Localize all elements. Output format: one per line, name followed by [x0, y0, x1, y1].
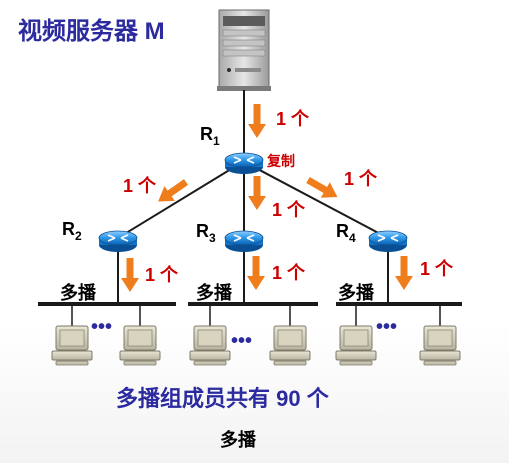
- arrow-icon: [121, 258, 139, 292]
- computer-icon: [419, 325, 461, 366]
- link-r1-r2: [117, 165, 237, 239]
- flow-label: 1 个: [276, 108, 310, 129]
- router-label-r2: R2: [62, 219, 82, 243]
- lan-bar: [38, 302, 176, 306]
- router-icon: [224, 230, 264, 253]
- lan-label: 多播: [338, 282, 375, 303]
- lan-bar: [336, 302, 462, 306]
- caption-text: 多播: [220, 429, 257, 450]
- lan-label: 多播: [196, 282, 233, 303]
- computer-icon: [119, 325, 161, 366]
- flow-label: 1 个: [344, 168, 378, 189]
- arrow-icon: [247, 256, 265, 290]
- router-label-r4: R4: [336, 221, 356, 245]
- link-r1-r4: [251, 165, 389, 239]
- flow-label: 1 个: [420, 258, 454, 279]
- copy-label: 复制: [266, 153, 295, 169]
- flow-label: 1 个: [123, 175, 157, 196]
- computer-icon: [269, 325, 311, 366]
- router-label-r1: R1: [200, 124, 220, 148]
- diagram-title: 视频服务器 M: [18, 17, 165, 45]
- flow-label: 1 个: [145, 264, 179, 285]
- computer-icon: [335, 325, 377, 366]
- arrow-icon: [395, 256, 413, 290]
- ellipsis: •••: [91, 316, 112, 338]
- server-icon: [217, 9, 271, 91]
- computer-icon: [51, 325, 93, 366]
- computer-icon: [189, 325, 231, 366]
- ellipsis: •••: [231, 330, 252, 352]
- router-icon: [98, 230, 138, 253]
- arrow-icon: [248, 176, 266, 210]
- summary-text: 多播组成员共有 90 个: [116, 386, 330, 411]
- ellipsis: •••: [376, 316, 397, 338]
- flow-label: 1 个: [272, 199, 306, 220]
- arrow-icon: [248, 104, 266, 138]
- router-icon: [368, 230, 408, 253]
- flow-label: 1 个: [272, 262, 306, 283]
- router-icon: [224, 152, 264, 175]
- router-label-r3: R3: [196, 221, 216, 245]
- arrow-icon: [303, 172, 342, 205]
- arrow-icon: [152, 174, 192, 209]
- lan-label: 多播: [60, 282, 97, 303]
- lan-bar: [188, 302, 318, 306]
